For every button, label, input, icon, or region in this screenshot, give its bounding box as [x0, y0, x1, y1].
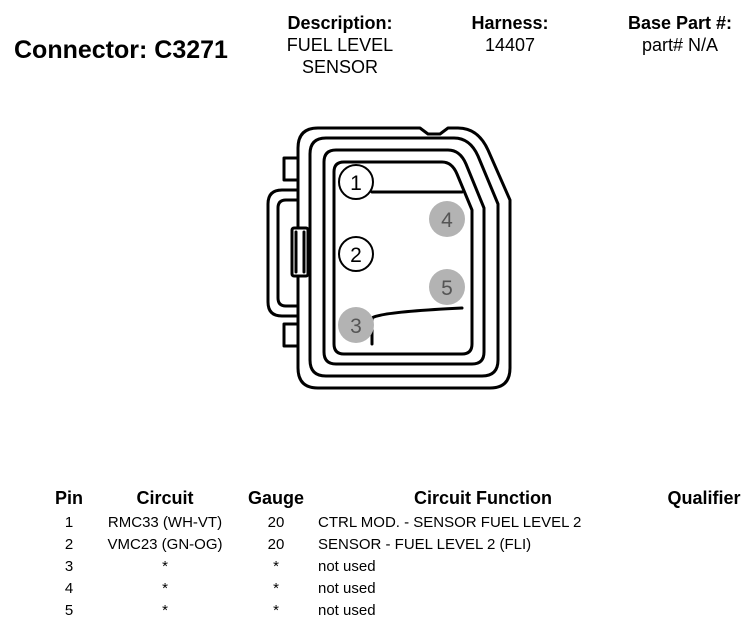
- base-part-value: part# N/A: [641, 35, 719, 55]
- pin-1: 1: [338, 164, 374, 200]
- pin-2-circle: [338, 236, 374, 272]
- housing-outer-shell: [296, 126, 512, 390]
- row-gauge: 20: [267, 535, 285, 553]
- table-row: 1 RMC33 (WH-VT) 20 CTRL MOD. - SENSOR FU…: [48, 511, 754, 533]
- row-qualifier: [654, 511, 754, 533]
- pin-3-circle: [338, 307, 374, 343]
- connector-title: Connector: C3271: [14, 36, 228, 64]
- row-function: CTRL MOD. - SENSOR FUEL LEVEL 2: [318, 513, 582, 531]
- header-gauge: Gauge: [247, 487, 304, 508]
- row-pin: 5: [64, 601, 74, 619]
- harness-block: Harness: 14407: [450, 12, 570, 56]
- pin-3: 3: [338, 307, 374, 343]
- pin-partition-lower: [370, 306, 464, 346]
- pin-1-label: 1: [350, 172, 362, 195]
- row-qualifier: [654, 577, 754, 599]
- pin-5: 5: [429, 269, 465, 305]
- description-value-line1: FUEL LEVEL: [286, 35, 394, 55]
- table-row: 4 * * not used: [48, 577, 754, 599]
- pin-4: 4: [429, 201, 465, 237]
- base-part-block: Base Part #: part# N/A: [610, 12, 750, 56]
- top-tab: [282, 156, 300, 182]
- row-qualifier: [654, 555, 754, 577]
- row-circuit: *: [162, 579, 168, 597]
- row-gauge: 20: [267, 513, 285, 531]
- latch-window: [290, 226, 310, 278]
- row-circuit: *: [162, 601, 168, 619]
- harness-label: Harness:: [471, 13, 549, 33]
- row-pin: 2: [64, 535, 74, 553]
- row-qualifier: [654, 599, 754, 621]
- row-function: not used: [318, 601, 376, 619]
- pin-table-header: Pin Circuit Gauge Circuit Function Quali…: [48, 485, 754, 511]
- row-circuit: RMC33 (WH-VT): [107, 513, 223, 531]
- row-gauge: *: [273, 601, 279, 619]
- pin-table: Pin Circuit Gauge Circuit Function Quali…: [48, 485, 754, 621]
- cavity-outline: [332, 160, 474, 356]
- housing-outer-wall: [308, 136, 500, 378]
- pin-4-circle: [429, 201, 465, 237]
- row-gauge: *: [273, 579, 279, 597]
- row-pin: 4: [64, 579, 74, 597]
- row-pin: 1: [64, 513, 74, 531]
- description-value-line2: SENSOR: [301, 57, 379, 77]
- locking-latch-inner: [276, 198, 300, 308]
- harness-value: 14407: [484, 35, 536, 55]
- table-row: 2 VMC23 (GN-OG) 20 SENSOR - FUEL LEVEL 2…: [48, 533, 754, 555]
- table-row: 5 * * not used: [48, 599, 754, 621]
- pin-2: 2: [338, 236, 374, 272]
- row-pin: 3: [64, 557, 74, 575]
- header-qualifier: Qualifier: [667, 487, 741, 508]
- header-circuit-function: Circuit Function: [414, 487, 552, 508]
- locking-latch-outer: [266, 188, 300, 318]
- connector-diagram: 1 2 3 4 5: [266, 126, 512, 390]
- description-block: Description: FUEL LEVEL SENSOR: [270, 12, 410, 78]
- pin-1-circle: [338, 164, 374, 200]
- pin-5-circle: [429, 269, 465, 305]
- row-gauge: *: [273, 557, 279, 575]
- row-qualifier: [654, 533, 754, 555]
- base-part-label: Base Part #:: [627, 13, 733, 33]
- row-function: not used: [318, 579, 376, 597]
- header-pin: Pin: [54, 487, 83, 508]
- pin-5-label: 5: [441, 277, 453, 300]
- row-circuit: VMC23 (GN-OG): [107, 535, 223, 553]
- row-function: SENSOR - FUEL LEVEL 2 (FLI): [318, 535, 532, 553]
- row-function: not used: [318, 557, 376, 575]
- description-label: Description:: [287, 13, 393, 33]
- housing-inner-wall: [322, 148, 486, 366]
- pin-3-label: 3: [350, 315, 362, 338]
- header-circuit: Circuit: [136, 487, 194, 508]
- pin-4-label: 4: [441, 209, 453, 232]
- row-circuit: *: [162, 557, 168, 575]
- table-row: 3 * * not used: [48, 555, 754, 577]
- pin-2-label: 2: [350, 244, 362, 267]
- bottom-tab: [282, 322, 300, 348]
